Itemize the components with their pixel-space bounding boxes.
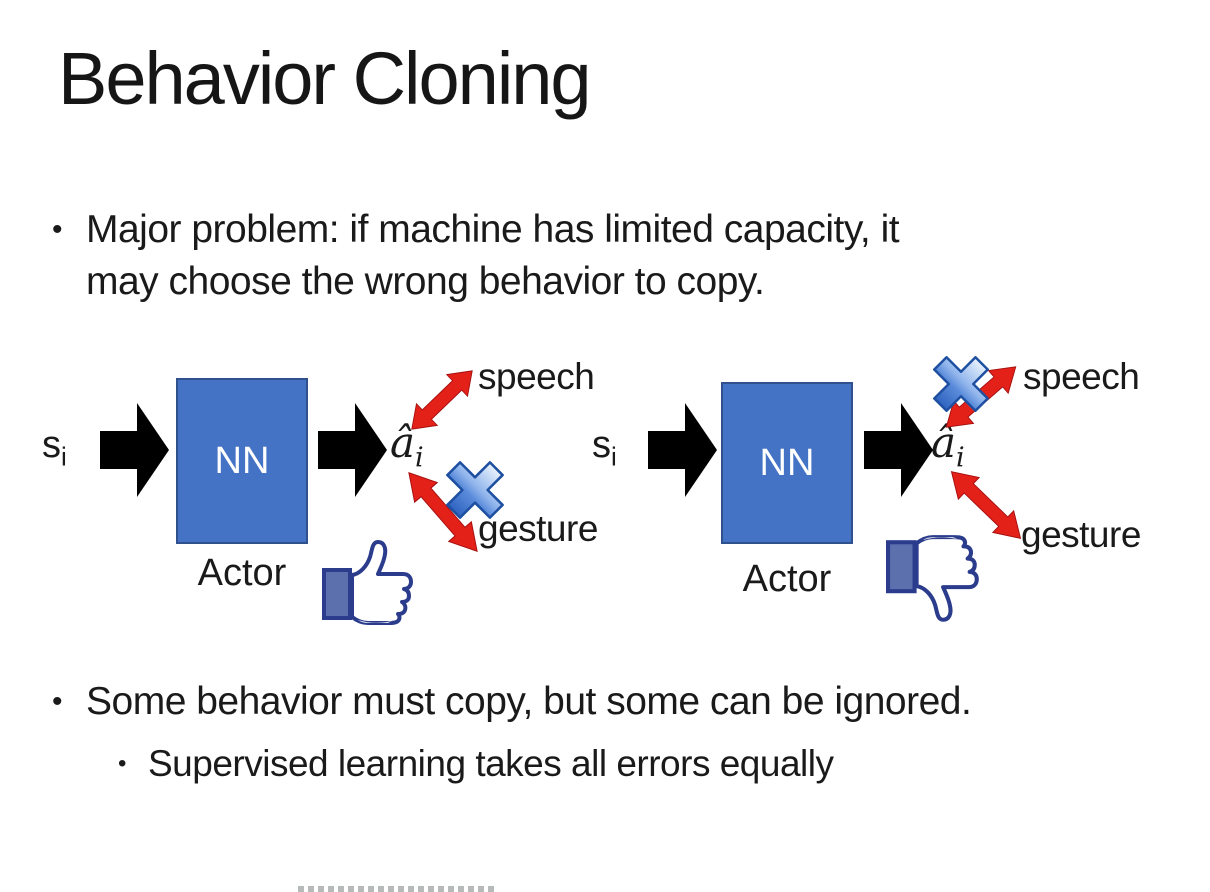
bullet-marker: • [52,213,63,246]
bullet-marker: • [118,750,126,777]
slide-title: Behavior Cloning [58,37,592,120]
gesture-branch-label: gesture [478,508,598,549]
bullet-major-problem: • Major problem: if machine has limited … [52,204,900,308]
black-arrow-icon [864,403,933,497]
nn-actor-box: NN [721,382,853,544]
state-base: s [42,424,61,466]
red-double-arrow-gesture-icon [408,472,478,552]
bullet-line: Major problem: if machine has limited ca… [86,208,900,251]
black-arrow-icon [648,403,717,497]
state-input-label: si [42,424,67,473]
action-output-label: âi [390,418,424,473]
state-subscript: i [61,441,67,472]
nn-label: NN [759,441,815,484]
black-arrow-icon [100,403,169,497]
sub-bullet-supervised-learning: • Supervised learning takes all errors e… [118,740,834,788]
bullet-text: Major problem: if machine has limited ca… [86,204,900,308]
cutoff-content-artifact [298,886,496,892]
behavior-diagram-right: si NN âi speech [585,350,1195,650]
action-subscript: i [956,442,965,474]
bullet-line: Supervised learning takes all errors equ… [148,743,834,784]
speech-branch-label: speech [478,356,595,397]
bullet-marker: • [52,685,63,718]
state-base: s [592,424,611,466]
thumbs-down-icon [886,535,979,622]
bullet-text: Some behavior must copy, but some can be… [86,676,972,728]
thumbs-up-icon [322,540,413,625]
nn-label: NN [214,439,270,482]
state-input-label: si [592,424,617,473]
bullet-line: may choose the wrong behavior to copy. [86,260,765,303]
blue-cross-icon [446,461,504,519]
red-double-arrow-speech-icon [411,370,473,430]
bullet-text: Supervised learning takes all errors equ… [148,740,834,788]
state-subscript: i [611,441,617,472]
action-subscript: i [415,442,424,474]
black-arrow-icon [318,403,387,497]
bullet-some-behavior: • Some behavior must copy, but some can … [52,676,972,728]
bullet-line: Some behavior must copy, but some can be… [86,680,972,723]
blue-cross-icon [933,356,989,412]
red-double-arrow-gesture-icon [950,471,1022,539]
actor-caption: Actor [742,558,832,600]
nn-actor-box: NN [176,378,308,544]
behavior-diagram-left: si NN âi speech [40,350,650,650]
speech-branch-label: speech [1023,356,1140,397]
action-base: â [390,418,416,467]
gesture-branch-label: gesture [1021,514,1141,555]
actor-caption: Actor [197,552,287,594]
